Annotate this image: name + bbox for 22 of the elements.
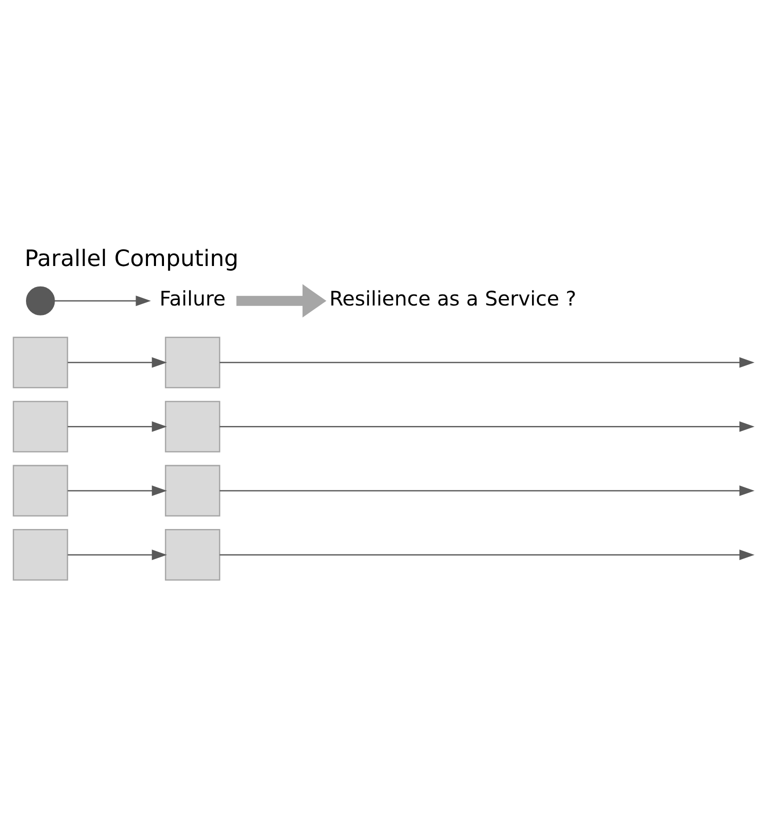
arrow (68, 549, 167, 560)
arrow (68, 420, 167, 432)
node-box (12, 464, 68, 516)
node-box (164, 336, 220, 388)
arrow (54, 295, 151, 306)
arrow (236, 284, 326, 318)
node-text: Failure (159, 286, 226, 310)
diagram-title: Parallel Computing (24, 246, 239, 272)
node-text: Resilience as a Service ? (329, 286, 576, 310)
arrow (68, 484, 167, 496)
arrow (220, 549, 754, 560)
node-box (12, 336, 68, 388)
arrow (220, 356, 754, 368)
arrow (220, 420, 754, 432)
node-box (12, 528, 68, 580)
node-cross (26, 286, 55, 315)
arrow (68, 356, 167, 368)
node-box (12, 400, 68, 452)
node-box (164, 400, 220, 452)
node-box (164, 464, 220, 516)
arrow (220, 484, 754, 496)
node-box (164, 528, 220, 580)
